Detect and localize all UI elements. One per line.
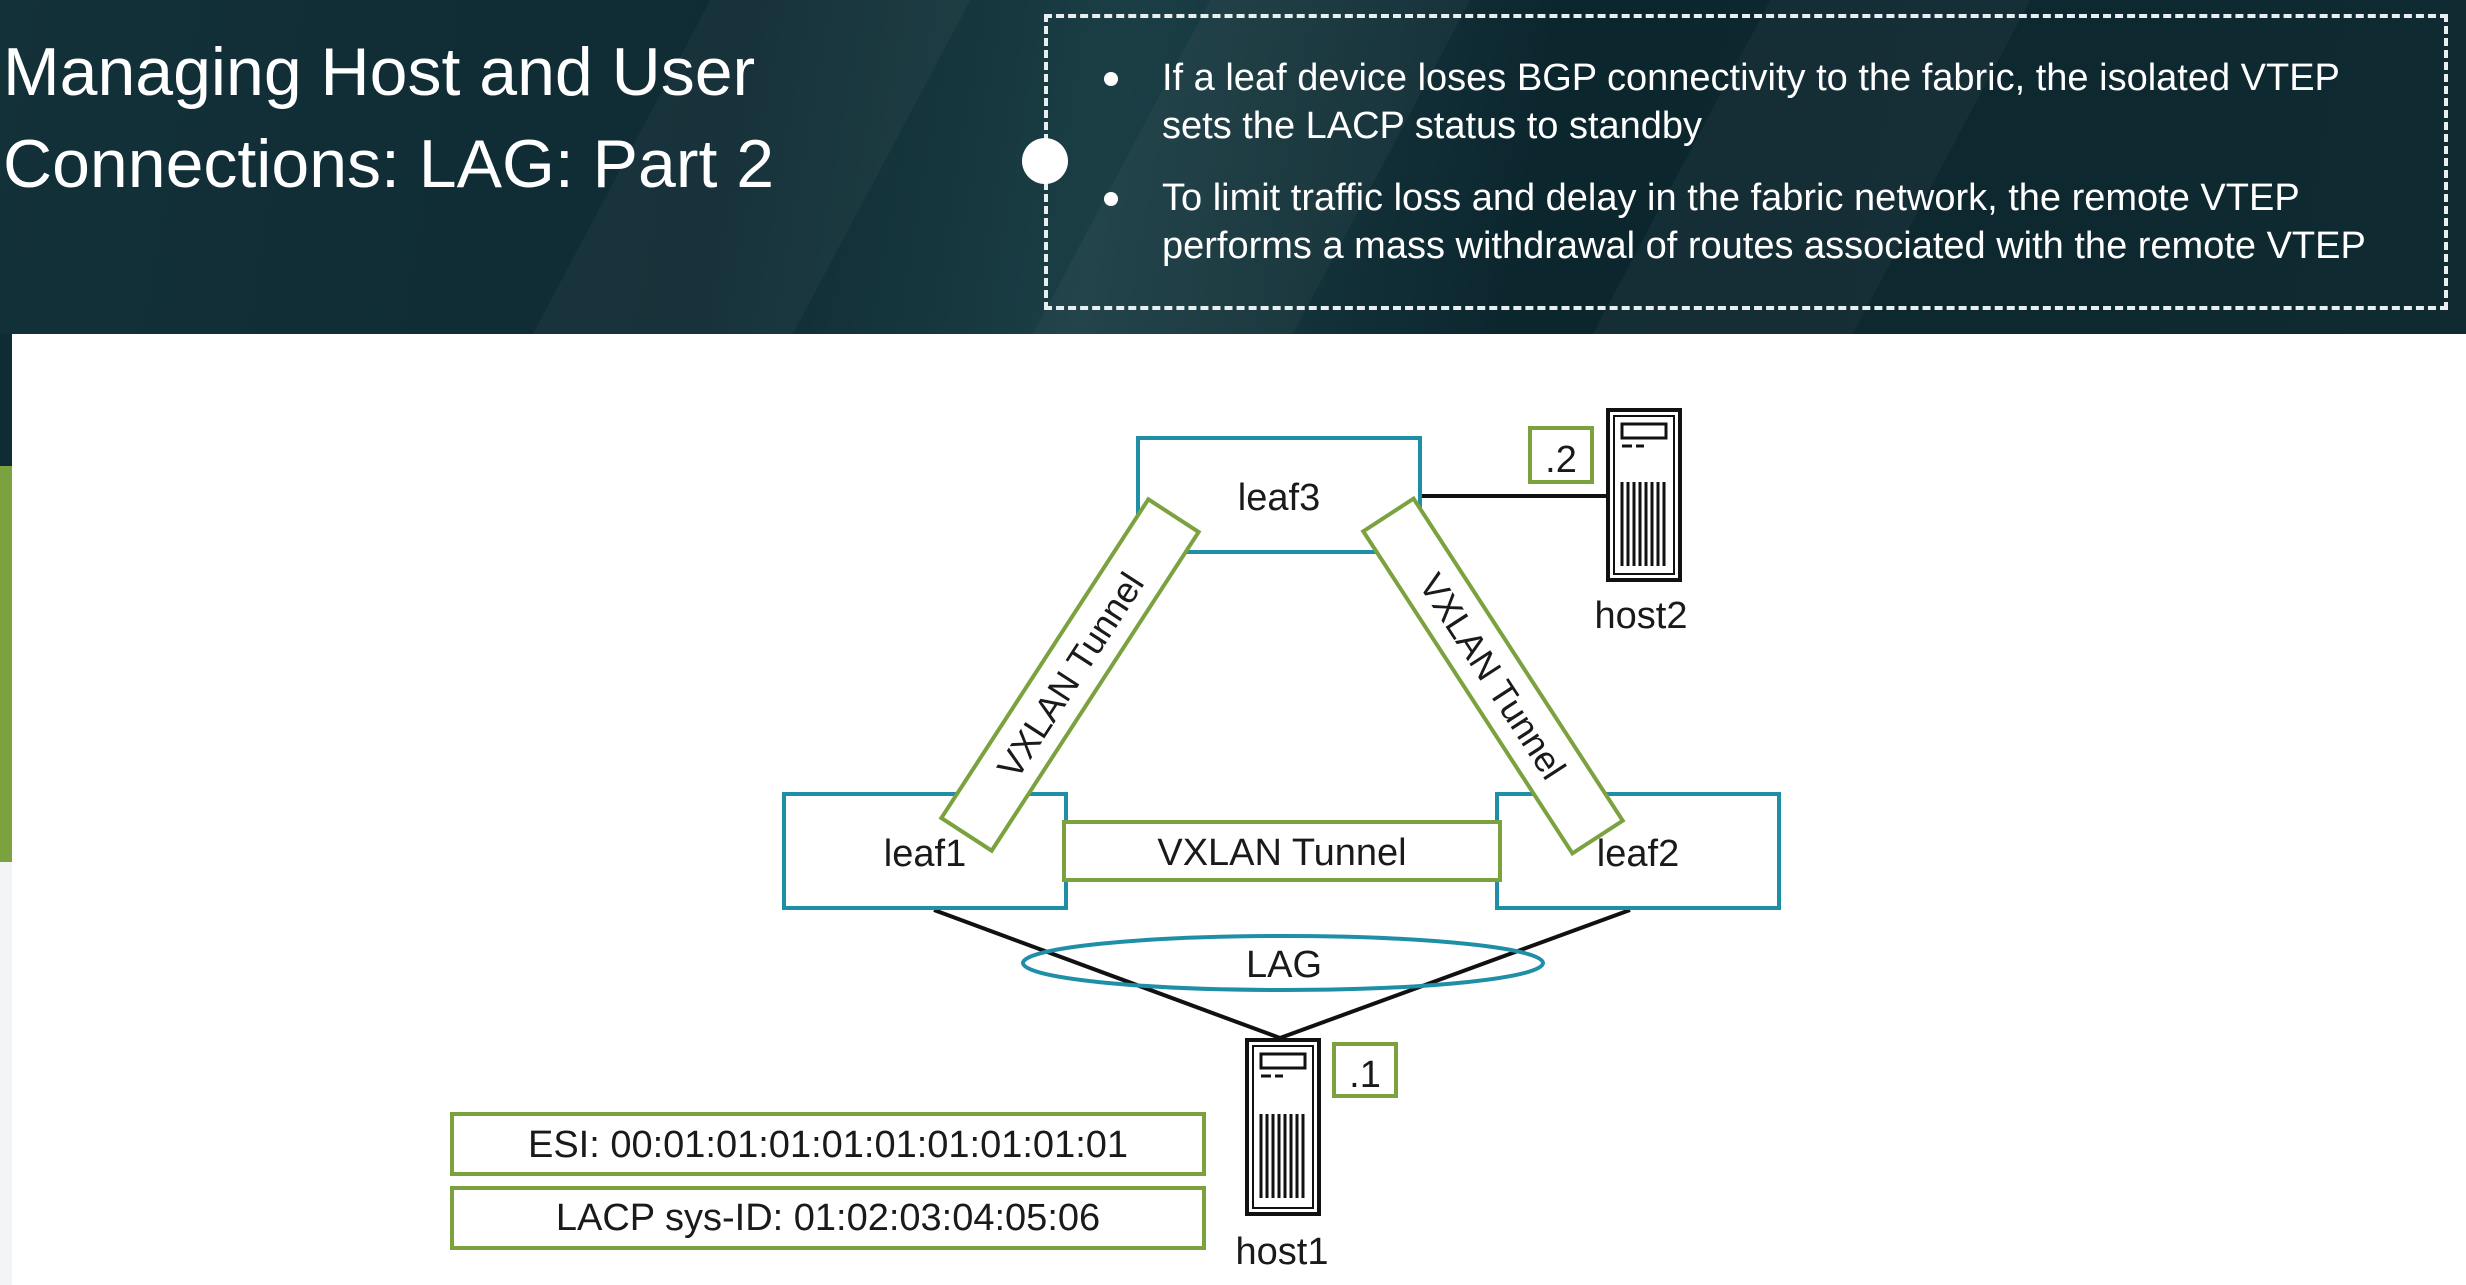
callout-bullet: If a leaf device loses BGP connectivity … [1048, 54, 2444, 150]
vxlan-tunnel-left: VXLAN Tunnel [938, 496, 1202, 854]
leaf2-label: leaf2 [1597, 833, 1679, 875]
lag-ellipse [1021, 934, 1545, 992]
left-accent-bar [0, 862, 12, 1285]
leaf3-label: leaf3 [1238, 477, 1320, 519]
callout-connector-dot [1022, 138, 1068, 184]
slide-header: Managing Host and User Connections: LAG:… [0, 0, 2466, 334]
host2-address-tag: .2 [1528, 426, 1594, 484]
vxlan-tunnel-left-label: VXLAN Tunnel [989, 565, 1152, 785]
lag-link-leaf1 [933, 908, 1281, 1040]
vxlan-tunnel-bottom-label: VXLAN Tunnel [1157, 832, 1406, 874]
vxlan-tunnel-right: VXLAN Tunnel [1360, 495, 1626, 857]
left-accent-bar [0, 334, 12, 466]
callout-bullet: To limit traffic loss and delay in the f… [1048, 174, 2444, 270]
slide-title-line-1: Managing Host and User [3, 34, 756, 110]
lag-link-leaf2 [1279, 908, 1631, 1040]
lacp-sys-id-value: LACP sys-ID: 01:02:03:04:05:06 [556, 1197, 1100, 1239]
leaf1-node: leaf1 [782, 792, 1068, 910]
vxlan-tunnel-bottom: VXLAN Tunnel [1062, 820, 1502, 882]
host1-label: host1 [1236, 1231, 1329, 1273]
esi-info-box: ESI: 00:01:01:01:01:01:01:01:01:01 [450, 1112, 1206, 1176]
server-icon [1245, 1038, 1321, 1216]
esi-value: ESI: 00:01:01:01:01:01:01:01:01:01 [528, 1124, 1128, 1166]
slide-title: Managing Host and User Connections: LAG:… [3, 26, 983, 210]
callout-box: If a leaf device loses BGP connectivity … [1044, 14, 2448, 310]
lag-topology-diagram: LAG leaf3 leaf1 leaf2 VXLAN Tunnel VXLAN… [450, 408, 1781, 1273]
host2-label: host2 [1595, 595, 1688, 637]
lag-label: LAG [1246, 944, 1322, 986]
leaf2-node: leaf2 [1495, 792, 1781, 910]
server-icon [1606, 408, 1682, 582]
lacp-info-box: LACP sys-ID: 01:02:03:04:05:06 [450, 1186, 1206, 1250]
host2-address: .2 [1545, 439, 1577, 481]
host1-address: .1 [1349, 1054, 1381, 1096]
slide-title-line-2: Connections: LAG: Part 2 [3, 126, 775, 202]
leaf1-label: leaf1 [884, 833, 966, 875]
host1-address-tag: .1 [1332, 1042, 1398, 1098]
callout-bullet-list: If a leaf device loses BGP connectivity … [1048, 54, 2444, 294]
left-accent-bar [0, 466, 12, 862]
vxlan-tunnel-right-label: VXLAN Tunnel [1411, 566, 1574, 786]
